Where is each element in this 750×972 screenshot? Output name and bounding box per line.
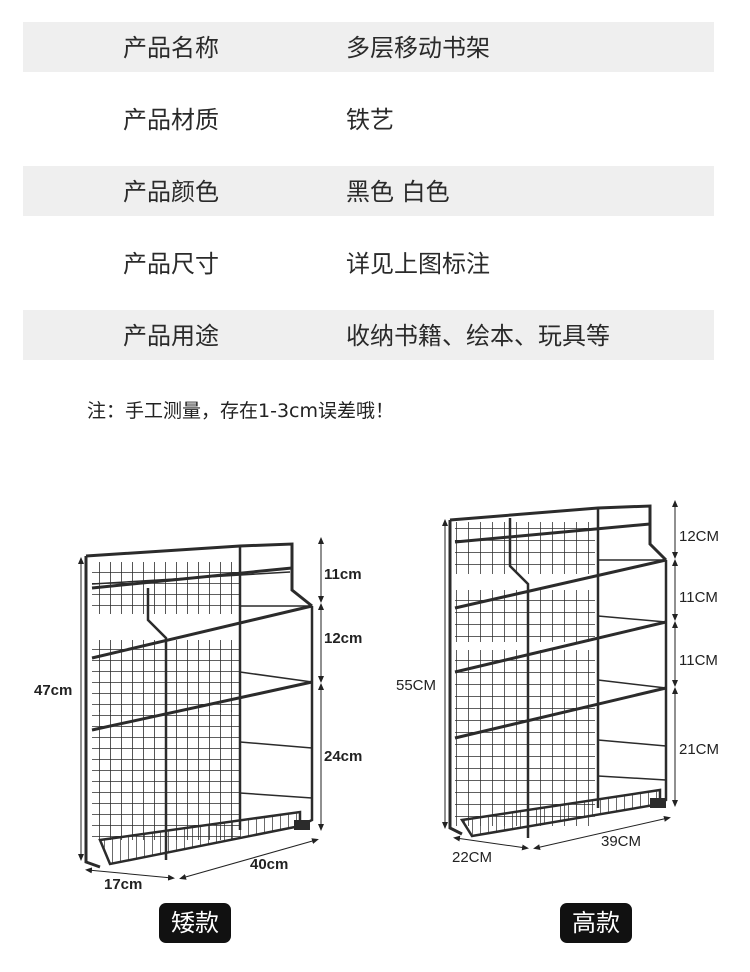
spec-label: 产品颜色 <box>123 178 219 206</box>
tall-model-badge: 高款 <box>560 903 632 943</box>
short-depth-label: 17cm <box>104 876 142 893</box>
spec-value: 收纳书籍、绘本、玩具等 <box>346 322 610 350</box>
tall-tier-2-label: 11CM <box>679 589 718 606</box>
short-dimension-lines <box>78 537 324 881</box>
tall-rack-drawing <box>448 504 668 838</box>
tall-dimension-lines <box>442 500 678 851</box>
short-tier-bottom-label: 24cm <box>324 748 362 765</box>
spec-row-material: 产品材质 铁艺 <box>23 94 714 144</box>
tall-depth-label: 22CM <box>452 849 492 866</box>
spec-row-color: 产品颜色 黑色 白色 <box>23 166 714 216</box>
spec-row-usage: 产品用途 收纳书籍、绘本、玩具等 <box>23 310 714 360</box>
spec-row-size: 产品尺寸 详见上图标注 <box>23 238 714 288</box>
spec-label: 产品尺寸 <box>123 250 219 278</box>
short-height-label: 47cm <box>34 682 72 699</box>
short-tier-top-label: 11cm <box>324 566 362 583</box>
spec-value: 黑色 白色 <box>346 178 450 206</box>
tall-tier-1-label: 12CM <box>679 528 719 545</box>
spec-label: 产品用途 <box>123 322 219 350</box>
spec-table: 产品名称 多层移动书架 产品材质 铁艺 产品颜色 黑色 白色 产品尺寸 详见上图… <box>23 22 714 382</box>
short-width-label: 40cm <box>250 856 288 873</box>
tall-height-label: 55CM <box>396 677 436 694</box>
short-model-badge: 矮款 <box>159 903 231 943</box>
tall-width-label: 39CM <box>601 833 641 850</box>
spec-row-name: 产品名称 多层移动书架 <box>23 22 714 72</box>
spec-value: 详见上图标注 <box>346 250 490 278</box>
spec-label: 产品名称 <box>123 34 219 62</box>
tall-tier-4-label: 21CM <box>679 741 719 758</box>
tall-tier-3-label: 11CM <box>679 652 718 669</box>
spec-label: 产品材质 <box>123 106 219 134</box>
short-tier-mid-label: 12cm <box>324 630 362 647</box>
short-rack-drawing <box>84 542 314 869</box>
measurement-note: 注：手工测量，存在1-3cm误差哦！ <box>87 400 394 422</box>
spec-value: 铁艺 <box>346 106 394 134</box>
spec-value: 多层移动书架 <box>346 34 490 62</box>
